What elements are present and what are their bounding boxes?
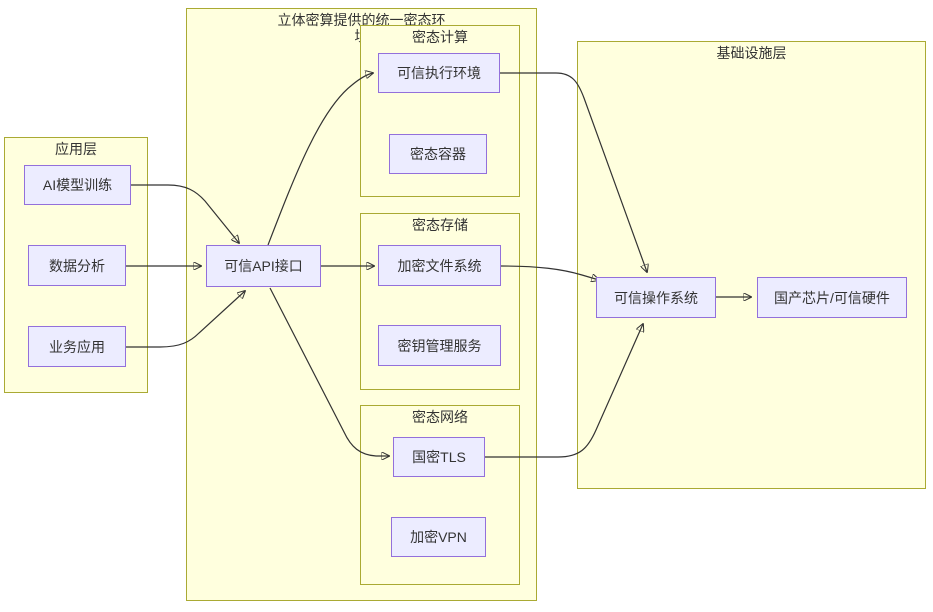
cluster-confidential-network-label: 密态网络 — [412, 409, 468, 425]
cluster-infrastructure: 基础设施层 — [577, 41, 926, 489]
edge-tee-to-trusted-os — [500, 72, 647, 272]
node-encrypted-fs: 加密文件系统 — [378, 245, 501, 286]
node-tee: 可信执行环境 — [378, 53, 500, 93]
node-business-app: 业务应用 — [28, 326, 126, 367]
edge-trusted-api-to-gm-tls — [269, 287, 389, 456]
node-data-analysis: 数据分析 — [28, 245, 126, 286]
edge-encrypted-fs-to-trusted-os — [500, 265, 599, 280]
node-ai-training: AI模型训练 — [24, 165, 131, 205]
node-encrypted-vpn: 加密VPN — [391, 517, 486, 557]
node-trusted-os: 可信操作系统 — [596, 277, 716, 318]
node-domestic-chip: 国产芯片/可信硬件 — [757, 277, 907, 318]
edge-ai-training-to-trusted-api — [131, 184, 239, 243]
node-confidential-container: 密态容器 — [389, 134, 487, 174]
edge-business-app-to-trusted-api — [126, 291, 245, 348]
node-gm-tls: 国密TLS — [393, 437, 485, 477]
node-kms: 密钥管理服务 — [378, 325, 501, 366]
cluster-unified-env-title-line1: 立体密算提供的统一密态环 — [277, 12, 446, 28]
cluster-app-layer-label: 应用层 — [55, 141, 97, 157]
edge-gm-tls-to-trusted-os — [485, 324, 643, 458]
cluster-confidential-storage-label: 密态存储 — [412, 217, 468, 233]
edge-trusted-api-to-tee — [267, 73, 373, 246]
cluster-confidential-compute-label: 密态计算 — [412, 29, 468, 45]
cluster-infrastructure-label: 基础设施层 — [716, 45, 787, 61]
node-trusted-api: 可信API接口 — [206, 245, 321, 287]
